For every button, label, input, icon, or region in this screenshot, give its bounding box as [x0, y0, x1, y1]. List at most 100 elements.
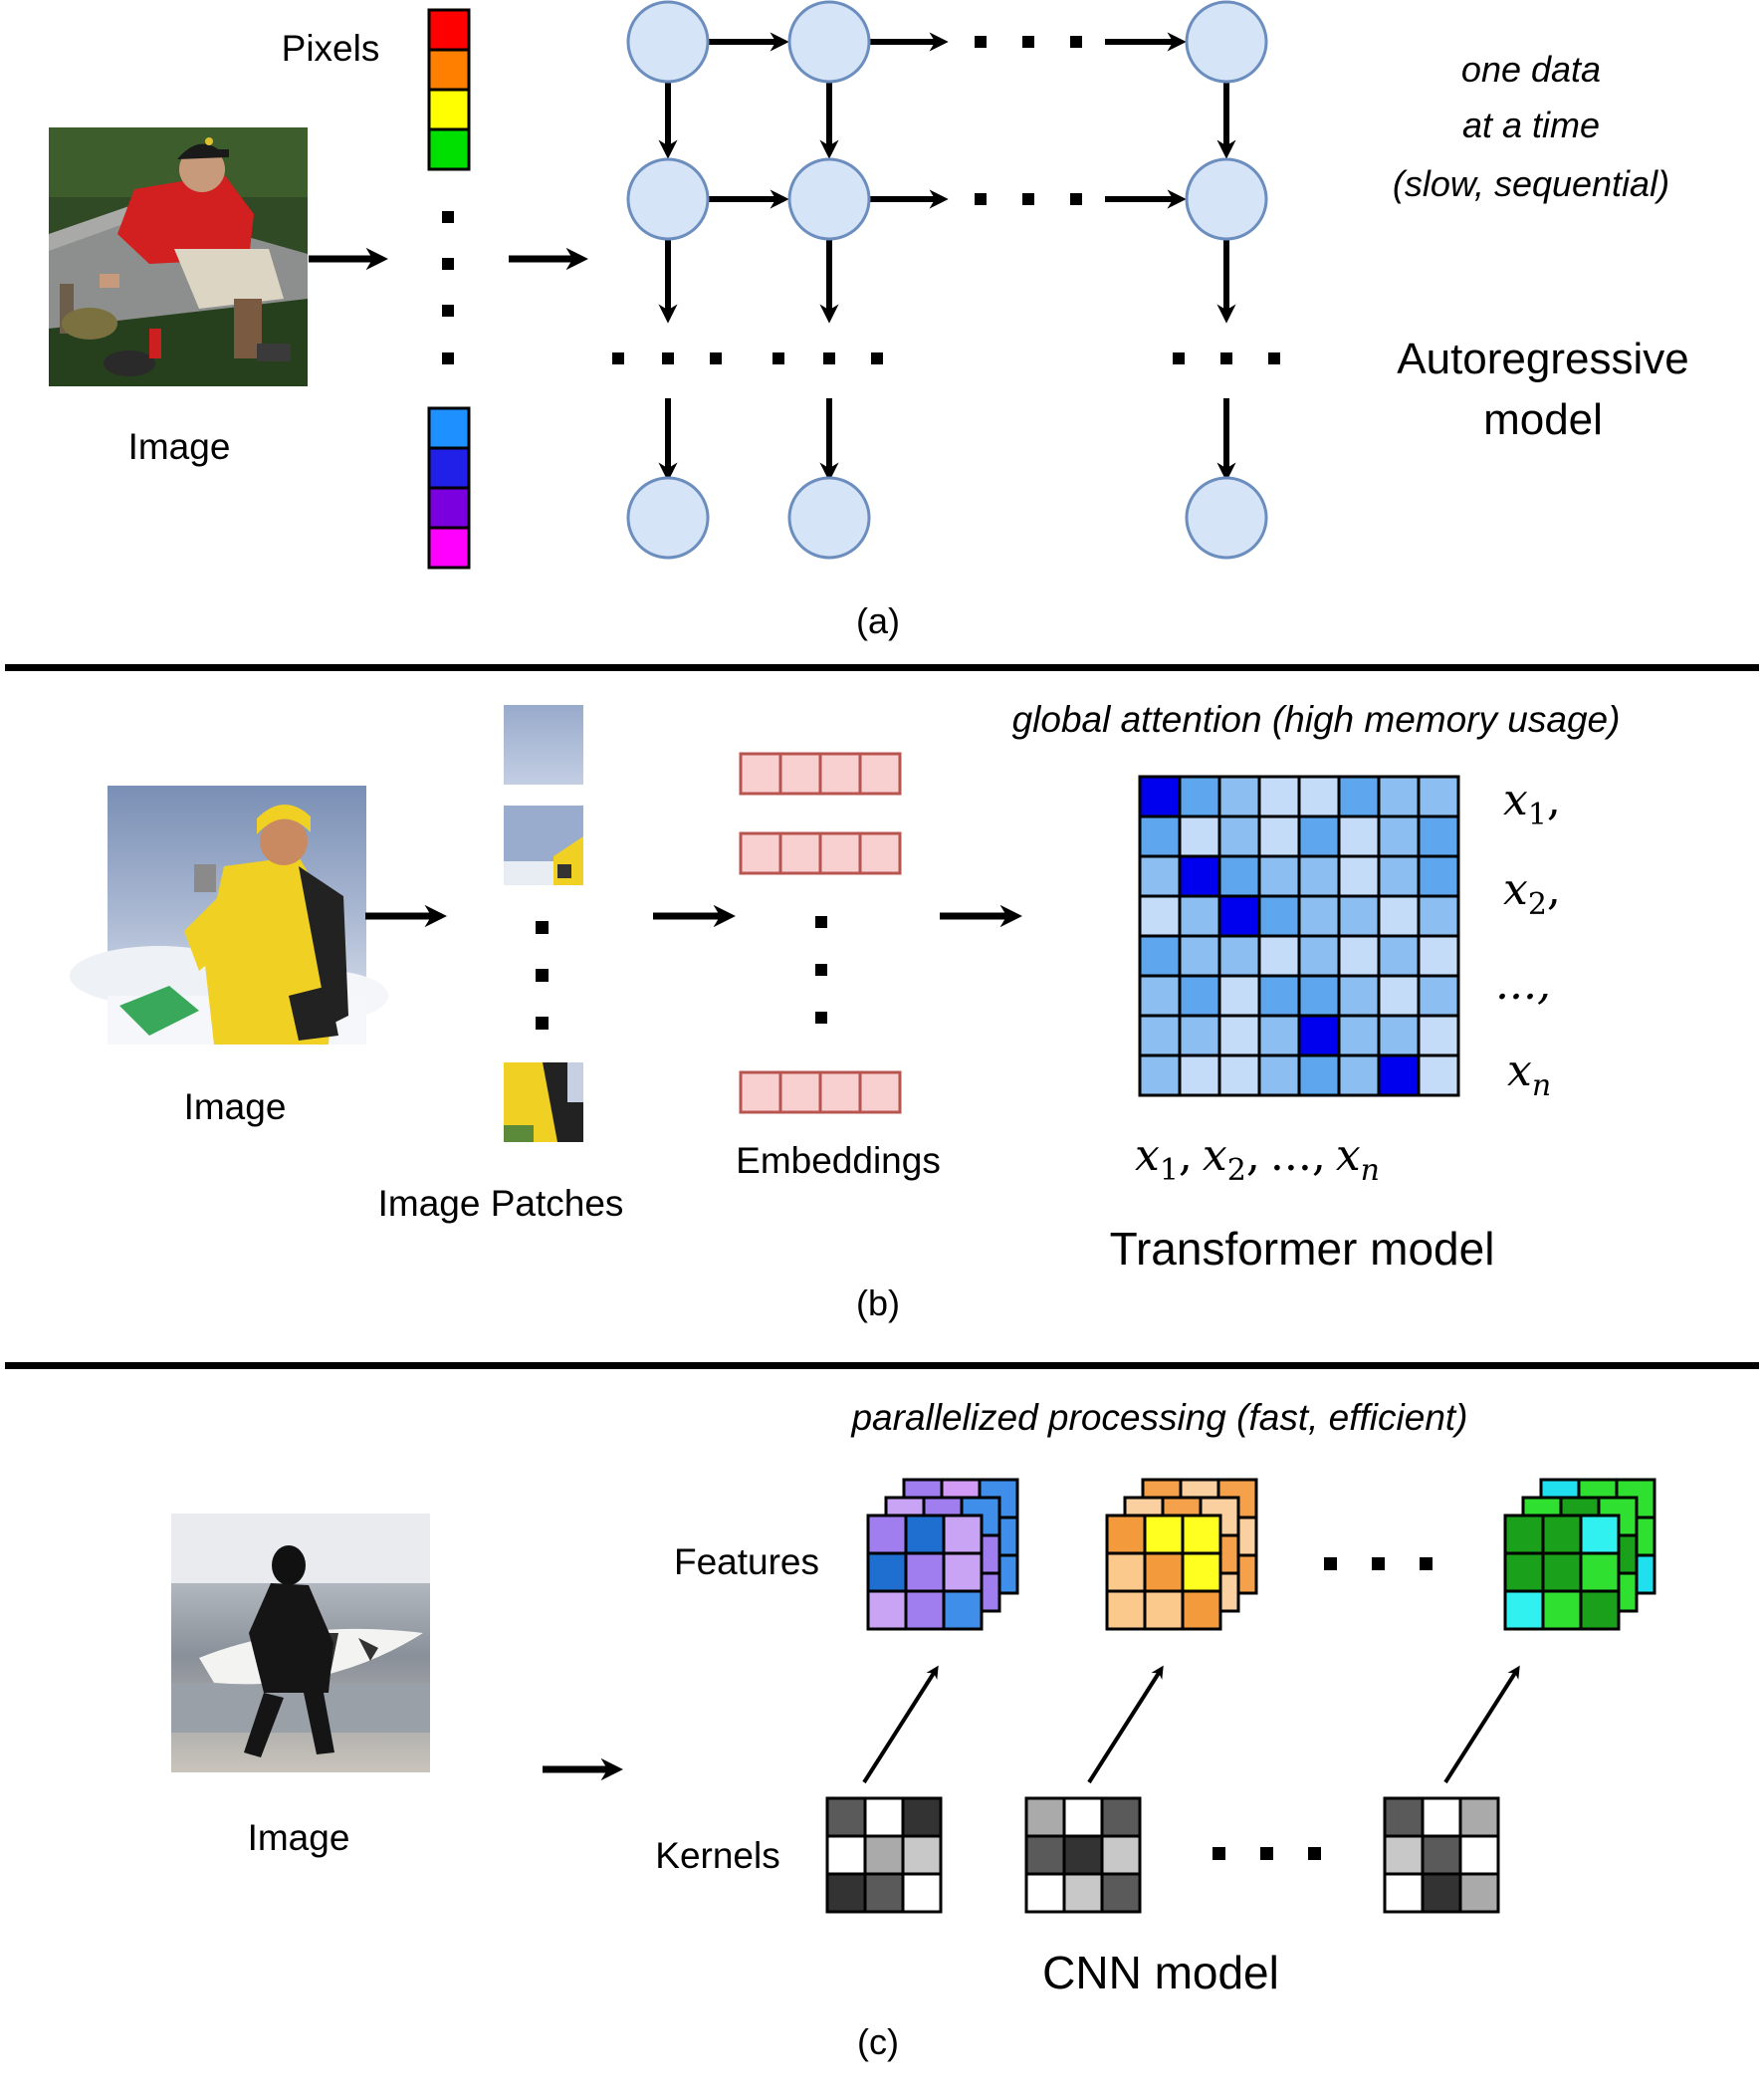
patch-2 [504, 806, 583, 885]
pixel-column-bottom [427, 406, 471, 570]
graph-ellipsis-dot [710, 352, 722, 364]
graph-ellipsis-dot [1173, 352, 1185, 364]
graph-ellipsis-dot [1220, 352, 1232, 364]
attention-cell [1417, 1053, 1460, 1097]
kernel-cell [1100, 1834, 1142, 1876]
feature-cell [866, 1551, 908, 1593]
feature-cell [1105, 1551, 1147, 1593]
kernel-cell [1421, 1834, 1462, 1876]
attention-cell [1257, 934, 1301, 978]
attention-cell [1297, 854, 1341, 898]
graph-ellipsis-dot [1022, 36, 1034, 48]
kernel-cell [1383, 1872, 1425, 1914]
attention-cell [1297, 974, 1341, 1018]
attention-cell [1217, 775, 1261, 818]
feature-cell [942, 1513, 984, 1555]
feature-cell [1181, 1589, 1222, 1631]
row-label-n: xn [1507, 1046, 1551, 1103]
attention-cell [1138, 854, 1182, 898]
attention-cell [1377, 1014, 1421, 1057]
embedding-cell [739, 1070, 782, 1114]
feature-cell [942, 1551, 984, 1593]
feature-cell [1503, 1513, 1545, 1555]
attention-cell [1138, 815, 1182, 858]
kernel-cell [1421, 1872, 1462, 1914]
attention-cell [1257, 894, 1301, 938]
attention-cell [1297, 894, 1341, 938]
attention-cell [1257, 1014, 1301, 1057]
attention-cell [1377, 815, 1421, 858]
attention-note: global attention (high memory usage) [1012, 699, 1621, 740]
embedding-cell [778, 1070, 822, 1114]
embeddings-label: Embeddings [736, 1140, 941, 1181]
attention-cell [1417, 934, 1460, 978]
attention-cell [1138, 1014, 1182, 1057]
model-line-2: model [1483, 395, 1603, 444]
feature-cell [1143, 1513, 1185, 1555]
kernel [1024, 1796, 1142, 1914]
note-line-3: (slow, sequential) [1393, 163, 1669, 204]
feature-map-stack [1105, 1478, 1258, 1631]
kernel-cell [1421, 1796, 1462, 1838]
graph-ellipsis-dot [1070, 193, 1082, 205]
attention-cell [1178, 815, 1221, 858]
attention-cell [1178, 854, 1221, 898]
attention-cell [1337, 775, 1381, 818]
panel-a: Pixels Image [49, 0, 1689, 641]
graph-ellipsis-dot [772, 352, 784, 364]
graph-ellipsis-dot [871, 352, 883, 364]
kernel-cell [901, 1834, 943, 1876]
panel-c: parallelized processing (fast, efficient… [171, 1397, 1656, 2062]
conv-arrow-1 [862, 1665, 939, 1784]
panel-b-image-label: Image [184, 1086, 287, 1127]
feature-cell [1105, 1513, 1147, 1555]
processing-note: parallelized processing (fast, efficient… [850, 1397, 1467, 1438]
pixel-column-top [427, 8, 471, 171]
feature-cell [1541, 1513, 1583, 1555]
embedding-cell [858, 752, 902, 796]
transformer-model-label: Transformer model [1110, 1223, 1495, 1275]
graph-ellipsis-dot [823, 352, 835, 364]
attention-matrix [1138, 775, 1460, 1097]
pixel-cell [427, 48, 471, 92]
pixel-cell [427, 127, 471, 171]
attention-cell [1178, 1014, 1221, 1057]
embedding-cell [818, 831, 862, 875]
embedding-cell [858, 831, 902, 875]
attention-cell [1297, 815, 1341, 858]
attention-cell [1217, 974, 1261, 1018]
caption-c: (c) [857, 2021, 899, 2062]
attention-cell [1417, 815, 1460, 858]
graph-node [787, 476, 871, 560]
model-line-1: Autoregressive [1397, 335, 1688, 383]
pixel-cell [427, 446, 471, 490]
panel-a-image-label: Image [128, 426, 231, 467]
kernel-cell [1024, 1834, 1066, 1876]
attention-cell [1178, 1053, 1221, 1097]
feature-cell [1579, 1551, 1621, 1593]
graph-node [626, 476, 710, 560]
attention-cell [1417, 775, 1460, 818]
attention-cell [1138, 934, 1182, 978]
kernel-cell [1062, 1796, 1104, 1838]
graph-node [1185, 0, 1268, 84]
feature-cell [1143, 1551, 1185, 1593]
row-label-1: x1, [1503, 775, 1561, 832]
conv-arrow-2 [1087, 1665, 1164, 1784]
kernel-cell [1062, 1834, 1104, 1876]
kernel-cell [1383, 1796, 1425, 1838]
divider-bc [5, 1362, 1759, 1369]
kernels [825, 1796, 1500, 1914]
features-label: Features [674, 1541, 819, 1582]
attention-cell [1257, 815, 1301, 858]
pixel-cell [427, 8, 471, 52]
kernel-cell [1458, 1834, 1500, 1876]
kernels-label: Kernels [655, 1835, 779, 1876]
feature-cell [1541, 1589, 1583, 1631]
panel-a-image [49, 127, 308, 386]
embedding-cell [818, 1070, 862, 1114]
feature-cell [866, 1589, 908, 1631]
graph-ellipsis-dot [612, 352, 624, 364]
attention-cell [1217, 1014, 1261, 1057]
kernel-cell [1024, 1796, 1066, 1838]
